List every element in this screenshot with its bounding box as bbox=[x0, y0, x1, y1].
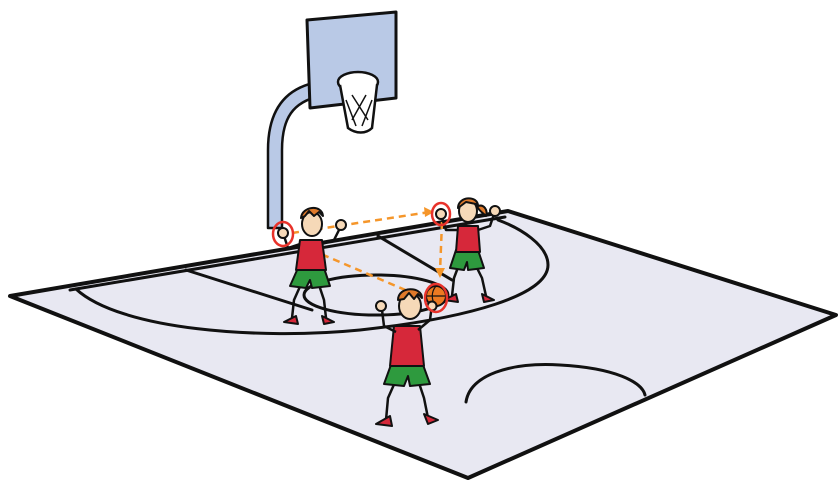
jersey bbox=[296, 240, 326, 270]
court-floor bbox=[10, 211, 836, 478]
hoop bbox=[338, 72, 378, 133]
jersey bbox=[456, 226, 480, 252]
